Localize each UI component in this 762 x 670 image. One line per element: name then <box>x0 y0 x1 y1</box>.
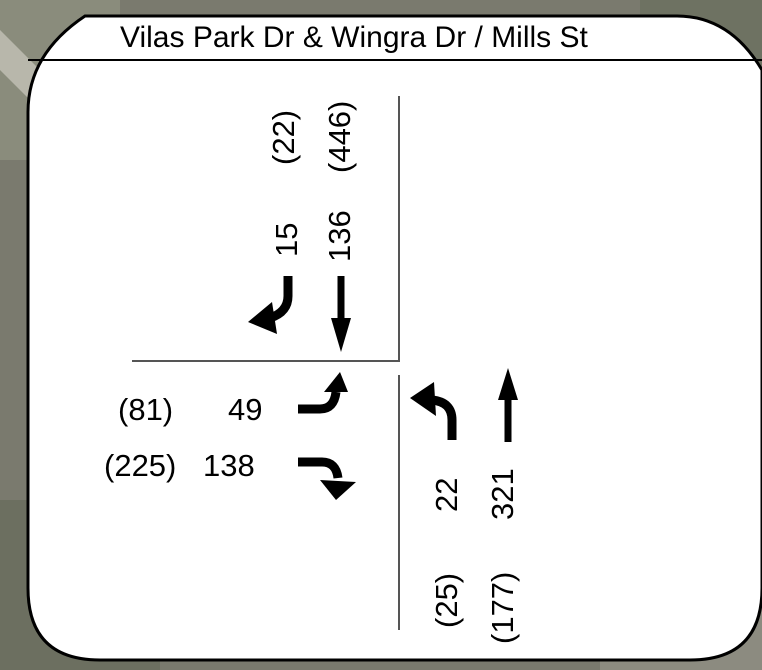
eb-right-am-volume: 138 <box>203 448 255 483</box>
eb-left-am-volume: 49 <box>228 392 263 427</box>
through-arrow-icon <box>331 276 351 352</box>
nb-left-am-volume: 22 <box>429 477 464 512</box>
sb-through-pm-volume: (446) <box>322 100 357 173</box>
sb-left-pm-volume: (22) <box>266 109 301 165</box>
right-turn-arrow-icon <box>298 457 356 500</box>
nb-left-pm-volume: (25) <box>429 572 464 628</box>
left-turn-arrow-icon <box>248 276 293 334</box>
left-turn-arrow-icon <box>410 382 457 440</box>
sb-through-am-volume: 136 <box>322 210 357 262</box>
sb-left-am-volume: 15 <box>269 222 304 257</box>
eb-right-pm-volume: (225) <box>104 448 177 483</box>
through-arrow-icon <box>498 368 518 442</box>
left-turn-arrow-icon <box>298 372 348 414</box>
diagram-title: Vilas Park Dr & Wingra Dr / Mills St <box>120 21 588 54</box>
nb-through-am-volume: 321 <box>485 468 520 520</box>
eb-left-pm-volume: (81) <box>118 392 174 427</box>
diagram-card <box>26 14 762 662</box>
nb-through-pm-volume: (177) <box>485 571 520 644</box>
